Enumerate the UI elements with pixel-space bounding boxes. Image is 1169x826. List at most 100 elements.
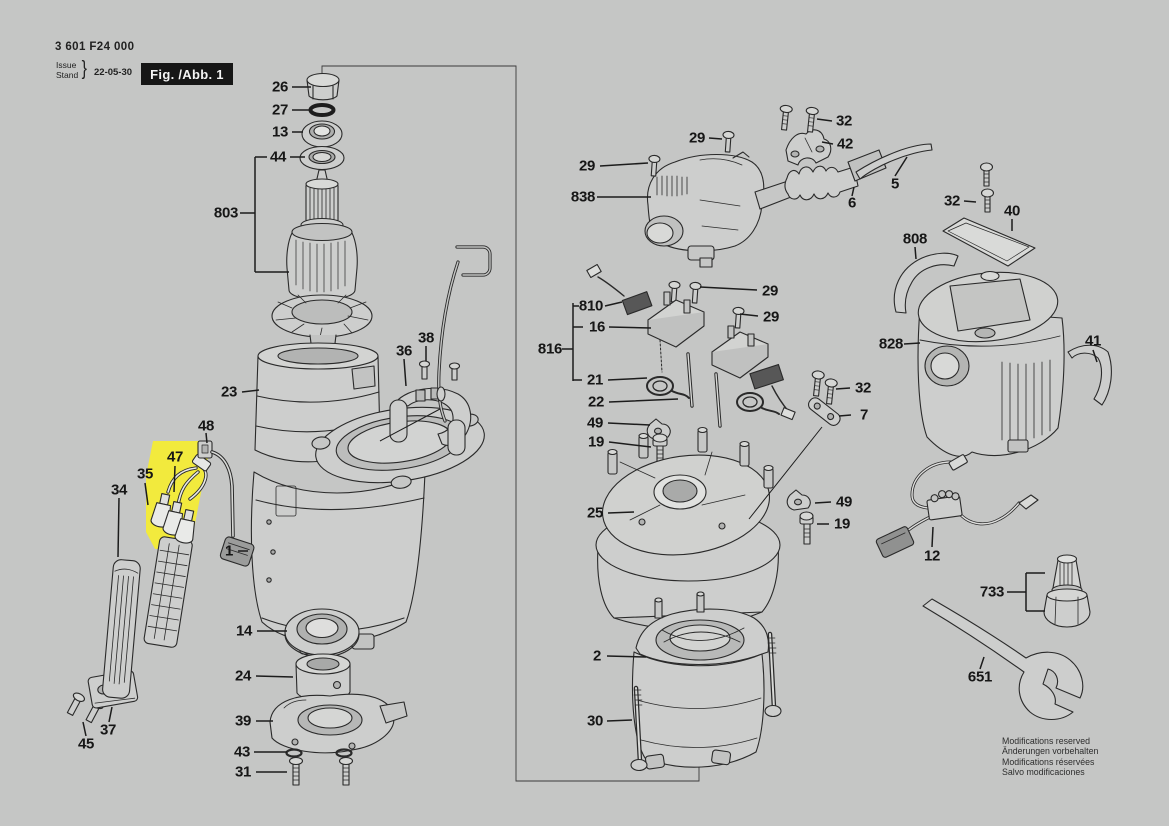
stand-label: Stand	[56, 70, 79, 80]
wire-guide-spring	[436, 245, 492, 423]
part-label-29b: 29	[688, 129, 706, 147]
part-label-42: 42	[836, 135, 854, 153]
part-34-cover-strip	[102, 559, 141, 699]
part-2-stator	[631, 591, 770, 770]
part-40-nameplate	[942, 217, 1036, 267]
part-label-828: 828	[878, 335, 904, 353]
part-label-733: 733	[979, 583, 1005, 601]
part-label-49a: 49	[586, 414, 604, 432]
part-label-816: 816	[537, 340, 563, 358]
part-32-screws-mid	[811, 370, 838, 405]
part-label-29d: 29	[762, 308, 780, 326]
part-label-16: 16	[588, 318, 606, 336]
part-label-22: 22	[587, 393, 605, 411]
part-label-808: 808	[902, 230, 928, 248]
part-42-cord-clamp	[785, 129, 832, 166]
part-label-838: 838	[570, 188, 596, 206]
part-label-29c: 29	[761, 282, 779, 300]
part-label-24: 24	[234, 667, 252, 685]
part-25-bearing-bracket	[595, 426, 781, 630]
part-803-armature	[271, 169, 373, 361]
part-label-12: 12	[923, 547, 941, 565]
part-13-bearing	[301, 120, 343, 148]
part-label-48: 48	[197, 417, 215, 435]
part-36-clamp-bracket	[389, 387, 472, 456]
part-48-lead-wire	[197, 440, 255, 567]
part-44-washer	[299, 145, 345, 171]
issue-date: 22-05-30	[94, 67, 133, 78]
part-47-terminal-connectors	[150, 453, 212, 544]
part-31-screws	[288, 756, 354, 786]
part-808-shroud	[893, 252, 959, 314]
part-label-47: 47	[166, 448, 184, 466]
part-19-screw-left	[652, 433, 668, 465]
part-label-2: 2	[592, 647, 602, 665]
part-35-brush-guide-strip	[143, 536, 193, 648]
part-label-44: 44	[269, 148, 287, 166]
part-7-support-block	[807, 397, 841, 426]
part-30-long-screws	[630, 631, 782, 772]
part-29-screws	[648, 130, 745, 329]
part-733-collet-chuck	[1043, 554, 1091, 628]
part-6-cord-grommet	[784, 165, 859, 201]
issue-label: Issue	[56, 60, 77, 70]
part-651-wrench	[922, 598, 1084, 721]
part-label-39: 39	[234, 712, 252, 730]
part-label-45: 45	[77, 735, 95, 753]
part-label-1: 1	[224, 542, 234, 560]
part-label-30: 30	[586, 712, 604, 730]
part-19-screw-right	[799, 511, 814, 545]
modifications-notice: Modifications reserved Änderungen vorbeh…	[1002, 736, 1098, 778]
notice-line-fr: Modifications réservées	[1002, 756, 1095, 767]
part-label-36: 36	[395, 342, 413, 360]
assembly-reference-lines	[321, 65, 700, 782]
part-32-screws-right	[979, 162, 995, 213]
part-label-27: 27	[271, 101, 289, 119]
notice-line-de: Änderungen vorbehalten	[1002, 746, 1099, 757]
part-label-651: 651	[967, 668, 993, 686]
part-label-34: 34	[110, 481, 128, 499]
part-27-o-ring	[308, 103, 336, 117]
part-label-6: 6	[847, 194, 857, 212]
figure-title-box: Fig. /Abb. 1	[141, 63, 233, 85]
part-26-cap-nut	[306, 72, 340, 101]
part-label-40: 40	[1003, 202, 1021, 220]
part-label-810: 810	[578, 297, 604, 315]
part-5-power-cord	[847, 143, 933, 182]
part-label-26: 26	[271, 78, 289, 96]
part-label-7: 7	[859, 406, 869, 424]
part-label-32c: 32	[854, 379, 872, 397]
part-label-41: 41	[1084, 332, 1102, 350]
part-39-bearing-flange	[269, 693, 408, 754]
part-38-screws	[418, 360, 461, 381]
part-24-sleeve	[295, 653, 351, 706]
leader-lines	[82, 86, 1098, 773]
issue-stand-label: Issue Stand	[56, 60, 78, 80]
part-label-32b: 32	[943, 192, 961, 210]
part-label-49b: 49	[835, 493, 853, 511]
part-label-25: 25	[586, 504, 604, 522]
part-label-19a: 19	[587, 433, 605, 451]
part-label-43: 43	[233, 743, 251, 761]
part-838-switch-assembly	[644, 151, 792, 268]
part-32-screws-top	[779, 104, 819, 133]
part-label-29a: 29	[578, 157, 596, 175]
part-43-rings	[285, 748, 353, 758]
part-label-803: 803	[213, 204, 239, 222]
part-1-motor-housing	[250, 406, 485, 655]
part-label-38: 38	[417, 329, 435, 347]
part-label-5: 5	[890, 175, 900, 193]
part-label-14: 14	[235, 622, 253, 640]
notice-line-en: Modifications reserved	[1002, 736, 1091, 746]
part-49-clip-right	[786, 489, 811, 511]
part-label-35: 35	[136, 465, 154, 483]
part-label-32a: 32	[835, 112, 853, 130]
part-label-19b: 19	[833, 515, 851, 533]
part-label-13: 13	[271, 123, 289, 141]
part-label-31: 31	[234, 763, 252, 781]
brace-glyph: }	[81, 58, 88, 80]
part-label-23: 23	[220, 383, 238, 401]
part-label-21: 21	[586, 371, 604, 389]
